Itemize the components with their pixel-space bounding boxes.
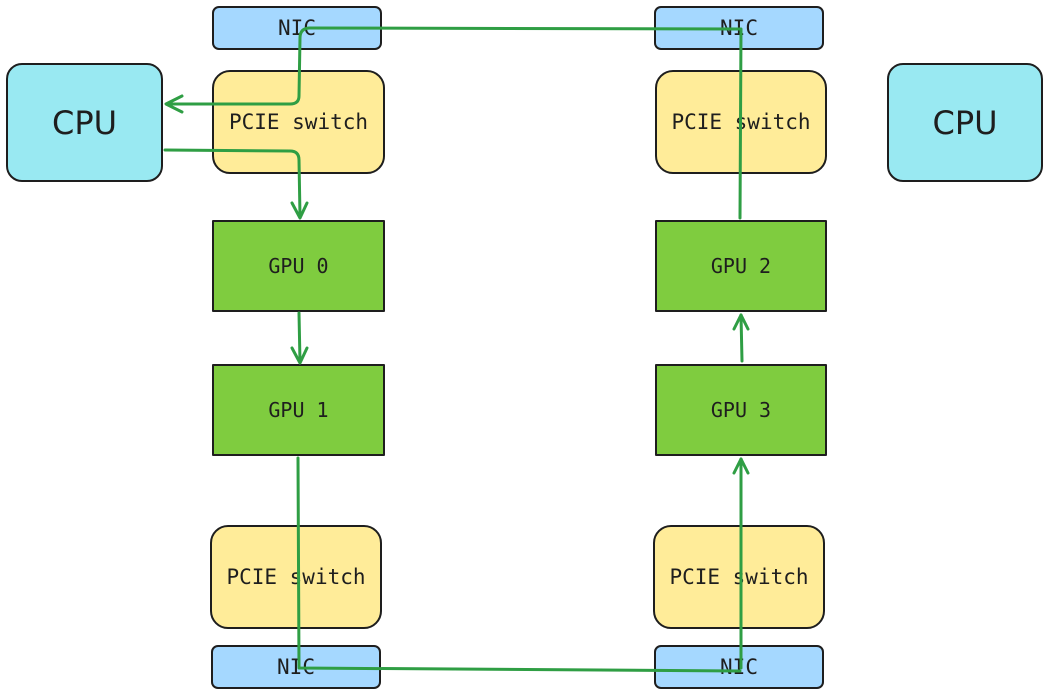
arrowhead-gpu0 <box>290 201 309 220</box>
pcie-switch-bottom-right: PCIE switch <box>653 525 825 629</box>
arrowhead-cpu-left <box>164 94 184 114</box>
arrowhead-gpu3 <box>732 457 750 475</box>
gpu-3: GPU 3 <box>655 364 827 456</box>
gpu-2: GPU 2 <box>655 220 827 312</box>
arrow-gpu0-to-gpu1 <box>297 311 302 364</box>
nic-top-right: NIC <box>654 6 824 50</box>
nic-bottom-left: NIC <box>211 645 381 689</box>
gpu-0: GPU 0 <box>212 220 385 312</box>
nic-top-left: NIC <box>212 6 382 50</box>
arrowhead-gpu2 <box>732 313 750 331</box>
nic-bottom-right: NIC <box>654 645 824 689</box>
pcie-switch-top-left: PCIE switch <box>212 70 385 174</box>
gpu-1: GPU 1 <box>212 364 385 456</box>
arrowhead-gpu1 <box>290 346 309 365</box>
arrow-gpu3-to-gpu2 <box>739 313 744 363</box>
pcie-switch-bottom-left: PCIE switch <box>210 525 382 629</box>
pcie-switch-top-right: PCIE switch <box>655 70 827 174</box>
cpu-left: CPU <box>6 63 163 182</box>
cpu-right: CPU <box>887 63 1043 182</box>
